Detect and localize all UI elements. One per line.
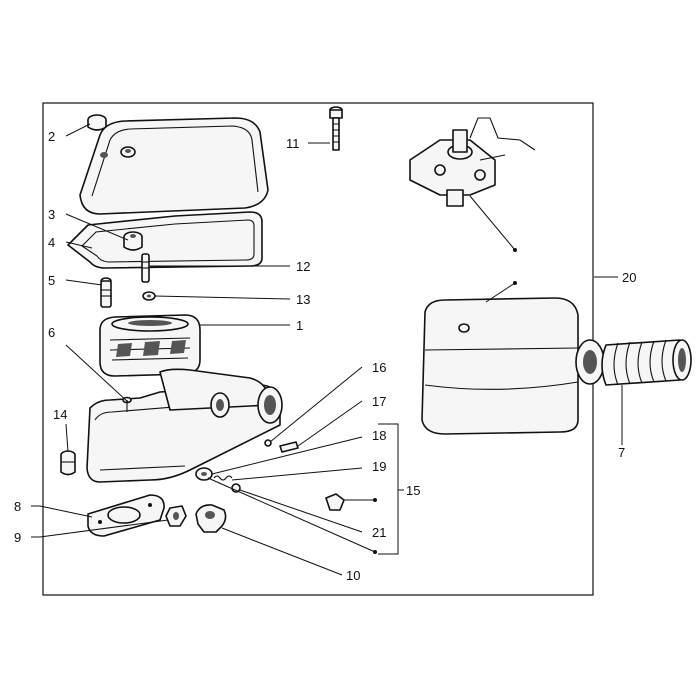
part-float-chamber [421,297,605,435]
part-plug [60,450,76,476]
part-spring-coil [213,475,233,481]
part-filter-cover [79,117,269,215]
part-long-screw [329,106,343,151]
callout-15: 15 [406,483,420,498]
part-filter-element [99,314,201,377]
part-flange-gasket [87,494,165,537]
callout-6: 6 [48,325,55,340]
part-washer [142,291,156,301]
callout-9: 9 [14,530,21,545]
callout-2: 2 [48,129,55,144]
callout-8: 8 [14,499,21,514]
part-sleeve [325,493,345,511]
part-cap-nut [87,114,107,131]
part-carburettor-top [409,117,536,207]
callout-13: 13 [296,292,310,307]
callout-7: 7 [618,445,625,460]
part-bushing [123,231,143,251]
part-filter-housing [86,368,283,483]
callout-20: 20 [622,270,636,285]
callout-19: 19 [372,459,386,474]
part-bellows [601,339,692,386]
part-stud [141,253,150,283]
callout-18: 18 [372,428,386,443]
leader-dots [373,248,517,554]
callout-17: 17 [372,394,386,409]
part-elbow-fitting [195,504,227,533]
callout-4: 4 [48,235,55,250]
callout-21: 21 [372,525,386,540]
callout-1: 1 [296,318,303,333]
part-screw [122,396,132,412]
callout-14: 14 [53,407,67,422]
callout-12: 12 [296,259,310,274]
callout-11: 11 [286,136,300,151]
part-gasket [67,211,263,269]
callout-10: 10 [346,568,360,583]
callout-16: 16 [372,360,386,375]
part-small-spring [264,439,272,447]
callout-3: 3 [48,207,55,222]
callout-labels: 1 2 3 4 5 6 7 8 9 10 11 12 13 14 15 16 1… [14,129,636,583]
callout-5: 5 [48,273,55,288]
part-bolt [100,277,112,308]
part-small-jet [279,441,299,453]
leader-lines [31,123,623,576]
part-nut [165,505,187,527]
